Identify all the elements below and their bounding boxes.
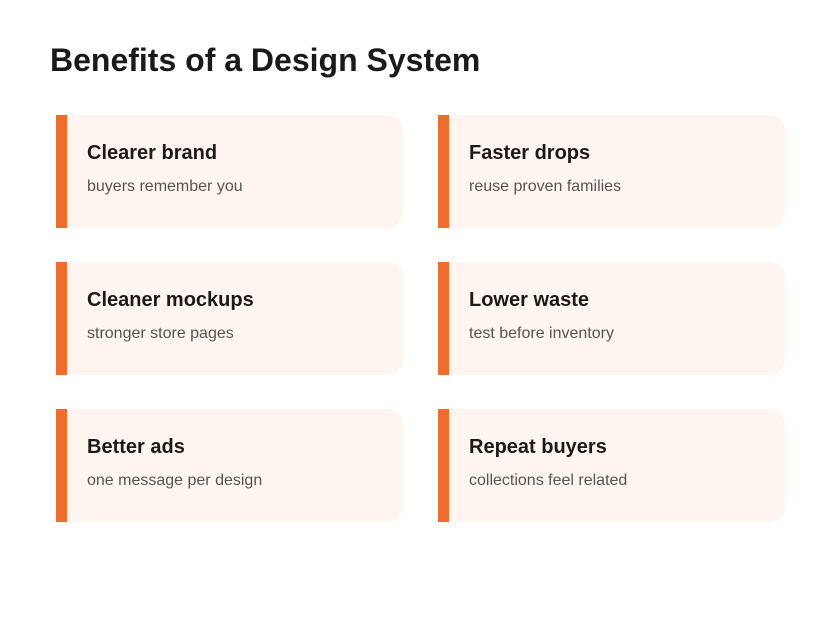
- card-accent-bar: [438, 115, 449, 228]
- benefit-card-lower-waste: Lower waste test before inventory: [438, 262, 785, 375]
- benefits-grid: Clearer brand buyers remember you Faster…: [56, 115, 785, 522]
- benefit-card-faster-drops: Faster drops reuse proven families: [438, 115, 785, 228]
- card-title: Repeat buyers: [469, 436, 607, 458]
- card-accent-bar: [56, 409, 67, 522]
- card-subtitle: one message per design: [87, 472, 263, 489]
- benefit-card-better-ads: Better ads one message per design: [56, 409, 403, 522]
- card-subtitle: test before inventory: [469, 325, 614, 342]
- page-title: Benefits of a Design System: [50, 42, 481, 78]
- card-accent-bar: [56, 115, 67, 228]
- card-title: Clearer brand: [87, 142, 218, 164]
- card-title: Better ads: [87, 436, 185, 458]
- card-subtitle: reuse proven families: [469, 178, 622, 195]
- card-title: Lower waste: [469, 289, 590, 311]
- card-subtitle: buyers remember you: [87, 178, 243, 195]
- card-title: Cleaner mockups: [87, 289, 254, 311]
- benefit-card-cleaner-mockups: Cleaner mockups stronger store pages: [56, 262, 403, 375]
- card-accent-bar: [438, 409, 449, 522]
- card-accent-bar: [56, 262, 67, 375]
- benefit-card-clearer-brand: Clearer brand buyers remember you: [56, 115, 403, 228]
- benefit-card-repeat-buyers: Repeat buyers collections feel related: [438, 409, 785, 522]
- card-accent-bar: [438, 262, 449, 375]
- card-subtitle: collections feel related: [469, 472, 628, 489]
- card-title: Faster drops: [469, 142, 591, 164]
- card-subtitle: stronger store pages: [87, 325, 234, 342]
